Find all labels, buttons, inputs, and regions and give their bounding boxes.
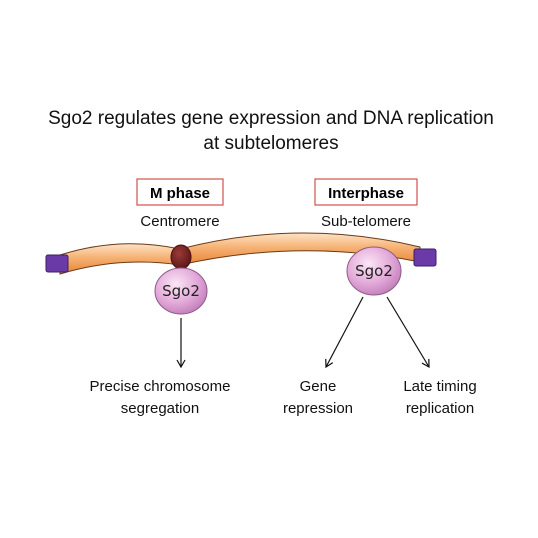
outcome-segregation-line-2: segregation: [121, 400, 199, 417]
diagram-title-line-2: at subtelomeres: [203, 133, 338, 154]
outcome-repression-line-1: Gene: [300, 378, 337, 395]
m-phase-box: M phase: [136, 178, 224, 206]
interphase-label: Interphase: [328, 185, 404, 202]
arrow-to-replication: [386, 296, 430, 369]
centromere-knob: [170, 244, 192, 270]
chromosome-left-arm: [59, 243, 181, 275]
m-phase-box-border: [136, 178, 224, 206]
right-telomere-cap: [413, 248, 437, 267]
interphase-box-border: [314, 178, 418, 206]
outcome-replication-line-2: replication: [406, 400, 474, 417]
m-phase-label: M phase: [150, 185, 210, 202]
outcome-segregation-line-1: Precise chromosome: [90, 378, 231, 395]
arrow-to-repression: [325, 296, 364, 369]
sgo2-subtelomere-protein: Sgo2: [346, 246, 402, 296]
sub-telomere-label: Sub-telomere: [321, 213, 411, 230]
sgo2-centromere-protein: Sgo2: [154, 267, 208, 315]
centromere-label: Centromere: [140, 213, 219, 230]
outcome-repression-line-2: repression: [283, 400, 353, 417]
outcome-replication-line-1: Late timing: [403, 378, 476, 395]
sgo2-centromere-label: Sgo2: [162, 282, 200, 300]
interphase-box: Interphase: [314, 178, 418, 206]
diagram-title-line-1: Sgo2 regulates gene expression and DNA r…: [48, 108, 494, 129]
sgo2-subtelomere-label: Sgo2: [355, 262, 393, 280]
left-telomere-cap: [45, 254, 69, 273]
